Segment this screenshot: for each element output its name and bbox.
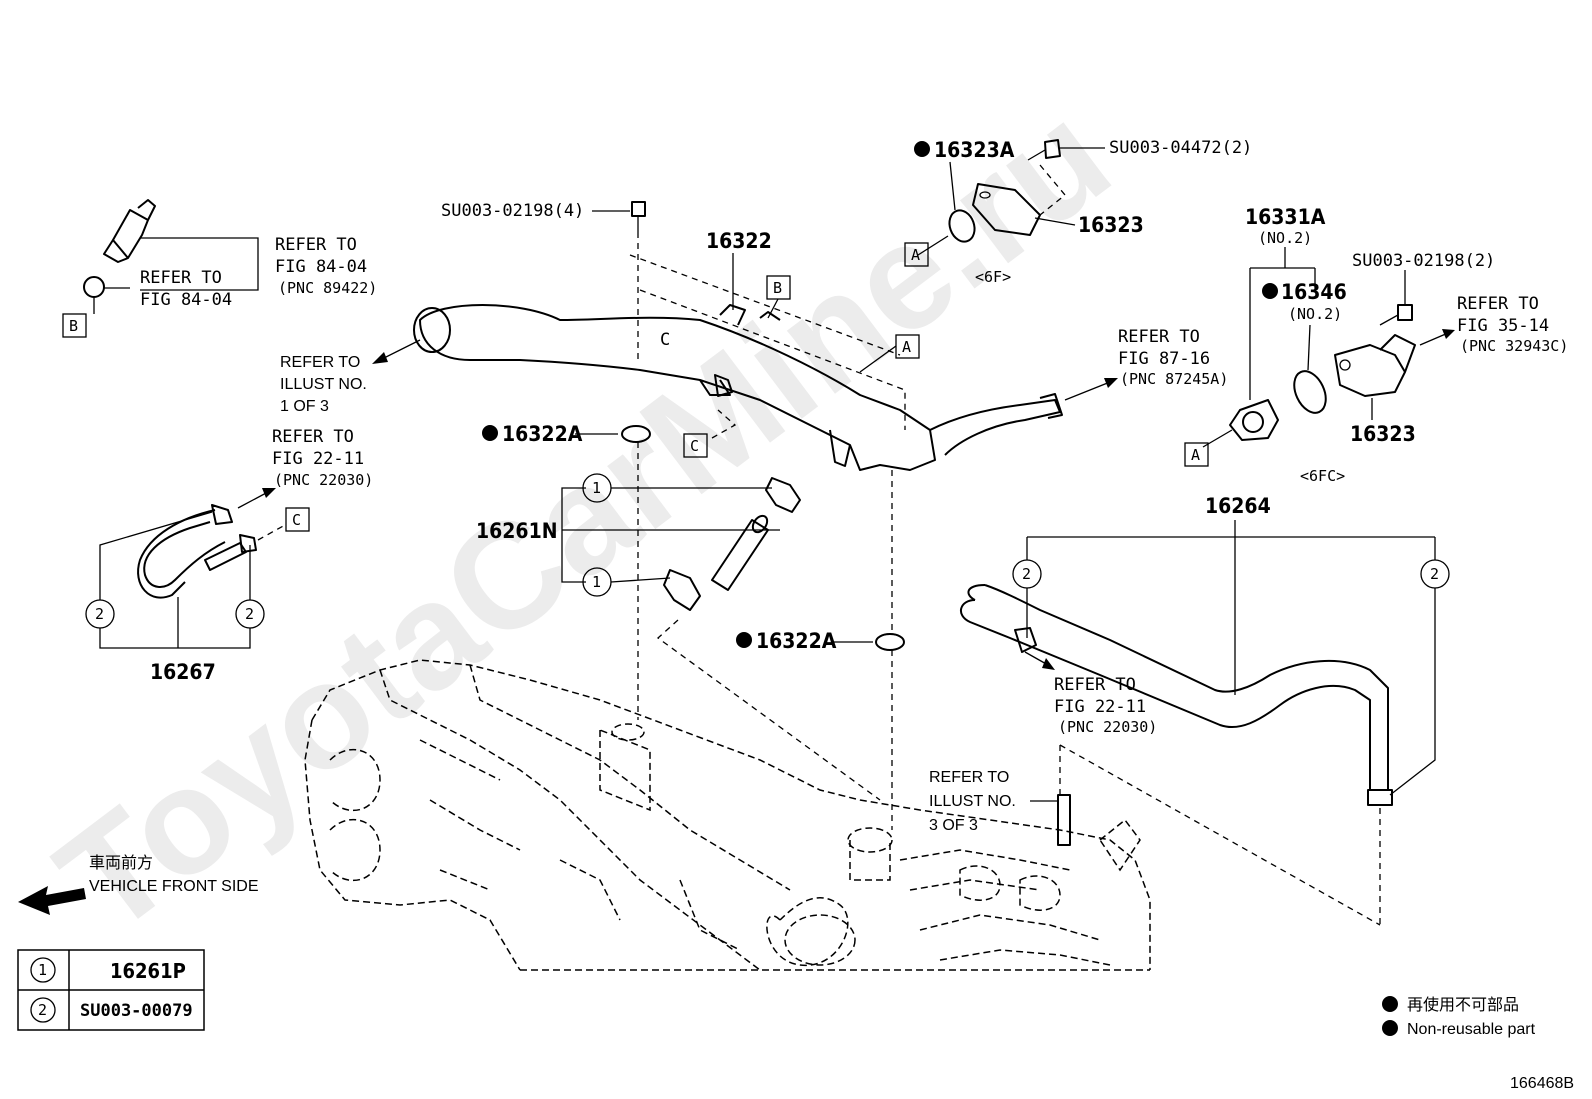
gasket-16322A-lower: 16322A [736,470,905,830]
svg-text:1: 1 [38,961,47,979]
svg-text:2: 2 [95,605,104,623]
cover-16323-right: 16323 <6FC> [1300,334,1416,485]
svg-text:1 OF 3: 1 OF 3 [280,398,329,415]
svg-text:ILLUST NO.: ILLUST NO. [280,376,367,393]
svg-text:C: C [292,511,301,529]
svg-text:REFER TO: REFER TO [280,354,360,371]
svg-text:SU003-04472(2): SU003-04472(2) [1109,138,1252,158]
svg-text:(PNC 89422): (PNC 89422) [278,279,377,297]
svg-text:3 OF 3: 3 OF 3 [929,817,978,834]
callout-box-c-left [285,507,310,532]
svg-text:A: A [911,246,920,264]
svg-text:A: A [902,338,911,356]
svg-text:16331A: 16331A [1245,205,1326,229]
temperature-sensor-part [83,199,259,314]
hose-16267: 2 2 16267 [85,504,265,684]
svg-text:2: 2 [38,1001,47,1019]
svg-text:再使用不可部品: 再使用不可部品 [1407,996,1519,1014]
callout-box-a-right [1184,442,1209,467]
svg-text:2: 2 [1022,565,1031,583]
svg-text:REFER TO: REFER TO [272,427,354,447]
cover-16323-top: 16323 <6F> [972,164,1144,286]
vehicle-front-side-indicator: 車両前方 VEHICLE FRONT SIDE [18,854,259,915]
callout-box-a-top [904,242,929,267]
svg-text:(PNC 87245A): (PNC 87245A) [1120,370,1228,388]
svg-text:REFER TO: REFER TO [140,268,222,288]
engine-block-illustration [304,659,1151,971]
svg-text:16322A: 16322A [502,422,583,446]
thermostat-assembly: 16331A (NO.2) 16346 (NO.2) [1202,205,1347,448]
svg-text:(PNC 32943C): (PNC 32943C) [1460,337,1568,355]
front-arrow-icon [18,886,86,915]
parts-key-table: 1 16261P 2 SU003-00079 [17,949,205,1031]
svg-text:16346: 16346 [1281,280,1347,304]
svg-text:(PNC 22030): (PNC 22030) [274,471,373,489]
svg-text:<6FC>: <6FC> [1300,467,1345,485]
svg-text:16323: 16323 [1078,213,1144,237]
callout-box-b-pipe [766,275,791,300]
svg-text:SU003-02198(2): SU003-02198(2) [1352,251,1495,271]
ref-fig-35-14: REFER TO FIG 35-14 (PNC 32943C) [1419,294,1568,355]
svg-text:Non-reusable part: Non-reusable part [1407,1021,1536,1038]
svg-text:2: 2 [245,605,254,623]
svg-text:2: 2 [1430,565,1439,583]
svg-text:FIG 22-11: FIG 22-11 [1054,697,1146,717]
hose-16264: 16264 2 2 [960,494,1450,926]
svg-text:SU003-00079: SU003-00079 [80,1001,193,1021]
svg-text:REFER TO: REFER TO [929,769,1009,786]
bolt-su003-02198-4: SU003-02198(4) [441,201,646,360]
ref-fig-84-04-top: REFER TO FIG 84-04 (PNC 89422) [275,235,377,297]
legend: 再使用不可部品 Non-reusable part [1382,996,1536,1038]
svg-text:1: 1 [592,479,601,497]
hose-16261N: 16261N 1 1 [476,473,881,801]
svg-text:SU003-02198(4): SU003-02198(4) [441,201,584,221]
ref-illust-1-of-3: REFER TO ILLUST NO. 1 OF 3 [280,339,421,415]
svg-text:C: C [660,330,670,350]
ref-illust-3-of-3: REFER TO ILLUST NO. 3 OF 3 [929,769,1071,846]
callout-box-c-center [683,433,708,458]
svg-text:16323A: 16323A [934,138,1015,162]
svg-text:C: C [690,437,699,455]
svg-text:REFER TO: REFER TO [1054,675,1136,695]
water-pipe-16322: C 16322 [413,229,1063,471]
svg-text:車両前方: 車両前方 [89,854,153,872]
svg-text:FIG 84-04: FIG 84-04 [275,257,367,277]
svg-text:REFER TO: REFER TO [275,235,357,255]
diagram-id: 166468B [1510,1075,1574,1092]
svg-text:16267: 16267 [150,660,216,684]
svg-text:16322A: 16322A [756,629,837,653]
ref-fig-22-11-right: REFER TO FIG 22-11 (PNC 22030) [1024,651,1157,736]
svg-text:16261P: 16261P [110,959,186,983]
svg-text:(PNC 22030): (PNC 22030) [1058,718,1157,736]
svg-text:<6F>: <6F> [975,268,1011,286]
svg-text:FIG 35-14: FIG 35-14 [1457,316,1549,336]
callout-box-b-left [62,313,87,338]
svg-text:REFER TO: REFER TO [1457,294,1539,314]
svg-text:16323: 16323 [1350,422,1416,446]
callout-b-left: B [69,317,78,335]
svg-text:FIG 87-16: FIG 87-16 [1118,349,1210,369]
svg-text:VEHICLE FRONT SIDE: VEHICLE FRONT SIDE [89,878,259,895]
svg-text:(NO.2): (NO.2) [1258,229,1312,247]
svg-text:16261N: 16261N [476,519,558,543]
label-16322: 16322 [706,229,772,253]
svg-text:B: B [773,279,782,297]
svg-text:ILLUST NO.: ILLUST NO. [929,793,1016,810]
svg-text:A: A [1191,446,1200,464]
svg-text:FIG 22-11: FIG 22-11 [272,449,364,469]
ref-fig-84-04-left: REFER TO FIG 84-04 [140,268,232,310]
bolt-su003-02198-2: SU003-02198(2) [1352,251,1495,326]
svg-text:REFER TO: REFER TO [1118,327,1200,347]
svg-text:(NO.2): (NO.2) [1288,305,1342,323]
gasket-16323A-top: 16323A [914,138,1015,256]
ref-fig-22-11-left: REFER TO FIG 22-11 (PNC 22030) [237,427,373,509]
svg-text:FIG 84-04: FIG 84-04 [140,290,232,310]
ref-fig-87-16: REFER TO FIG 87-16 (PNC 87245A) [1064,327,1228,401]
svg-text:1: 1 [592,573,601,591]
svg-text:16264: 16264 [1205,494,1271,518]
bolt-su003-04472: SU003-04472(2) [1027,138,1252,161]
